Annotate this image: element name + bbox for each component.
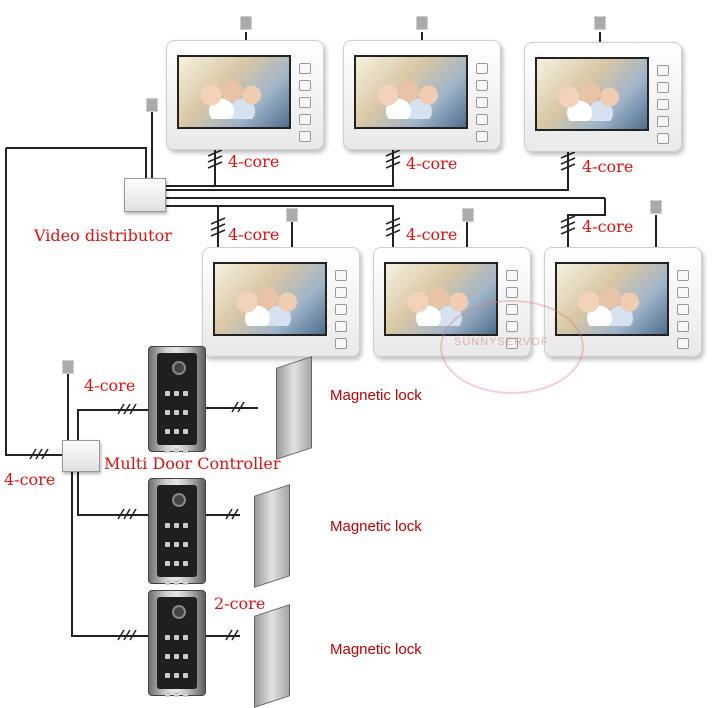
multi-door-controller-box: [62, 440, 100, 472]
label-4-core-top-2: 4-core: [406, 154, 458, 173]
power-plug-icon: [62, 360, 74, 374]
monitor-screen: [177, 55, 291, 129]
camera-icon: [172, 361, 186, 375]
magnetic-lock-label-2: Magnetic lock: [330, 518, 422, 535]
magnetic-lock-3: [254, 604, 290, 708]
video-distributor-box: [124, 178, 166, 212]
label-4-core-mid-3: 4-core: [582, 217, 634, 236]
power-plug-icon: [462, 208, 474, 222]
label-4-core-mid-1: 4-core: [228, 225, 280, 244]
monitor-screen: [213, 262, 327, 336]
multi-door-controller-label: Multi Door Controller: [104, 454, 281, 473]
door-panel-2: [148, 478, 206, 585]
monitor-top-3: [524, 42, 682, 152]
monitor-top-2: [343, 40, 501, 150]
power-plug-icon: [594, 16, 606, 30]
video-distributor-label: Video distributor: [34, 226, 172, 245]
monitor-mid-1: [202, 247, 360, 357]
label-4-core-left: 4-core: [4, 470, 56, 489]
power-plug-icon: [240, 16, 252, 30]
label-4-core-top-3: 4-core: [582, 157, 634, 176]
monitor-top-1: [166, 40, 324, 150]
monitor-screen: [354, 55, 468, 129]
monitor-screen: [535, 57, 649, 131]
magnetic-lock-label-1: Magnetic lock: [330, 387, 422, 404]
power-plug-icon: [146, 98, 158, 112]
watermark-text: SUNNYSERVOF: [454, 336, 549, 348]
camera-icon: [172, 605, 186, 619]
label-2-core: 2-core: [214, 594, 266, 613]
label-4-core-mid-2: 4-core: [406, 225, 458, 244]
label-4-core-door: 4-core: [84, 376, 136, 395]
magnetic-lock-1: [276, 356, 312, 460]
power-plug-icon: [650, 200, 662, 214]
magnetic-lock-2: [254, 484, 290, 588]
power-plug-icon: [416, 16, 428, 30]
label-4-core-top-1: 4-core: [228, 152, 280, 171]
power-plug-icon: [286, 208, 298, 222]
door-panel-1: [148, 346, 206, 453]
magnetic-lock-label-3: Magnetic lock: [330, 641, 422, 658]
watermark-logo: [440, 300, 584, 394]
door-panel-3: [148, 590, 206, 697]
camera-icon: [172, 493, 186, 507]
